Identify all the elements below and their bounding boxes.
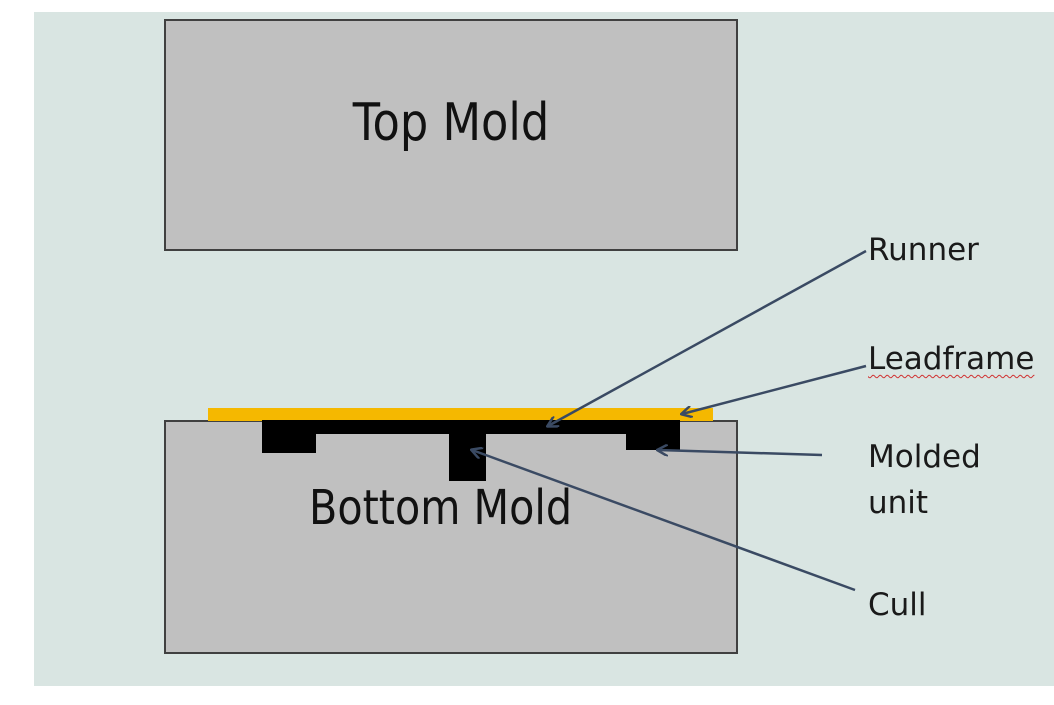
bottom-mold-label: Bottom Mold xyxy=(309,480,573,536)
cull-arrow xyxy=(472,450,856,592)
runner-arrow xyxy=(548,249,867,426)
runner-label: Runner xyxy=(868,232,979,268)
molded-compound xyxy=(262,420,680,481)
molded-unit-arrow xyxy=(658,450,823,455)
molded-unit-label-line2: unit xyxy=(868,485,929,521)
top-mold-block: Top Mold xyxy=(164,19,738,251)
top-mold-label: Top Mold xyxy=(352,93,550,153)
callout-arrows xyxy=(472,249,867,592)
molded-unit-right xyxy=(626,420,680,450)
leadframe-label: Leadframe xyxy=(868,337,1034,381)
leadframe-strip xyxy=(208,408,713,421)
cull-label: Cull xyxy=(868,587,927,623)
molded-unit-label-line1: Molded xyxy=(868,439,981,475)
cull-block xyxy=(449,420,486,481)
molded-unit-left xyxy=(262,420,316,453)
leadframe-label-text: Leadframe xyxy=(868,341,1035,377)
leadframe-arrow xyxy=(682,364,867,414)
